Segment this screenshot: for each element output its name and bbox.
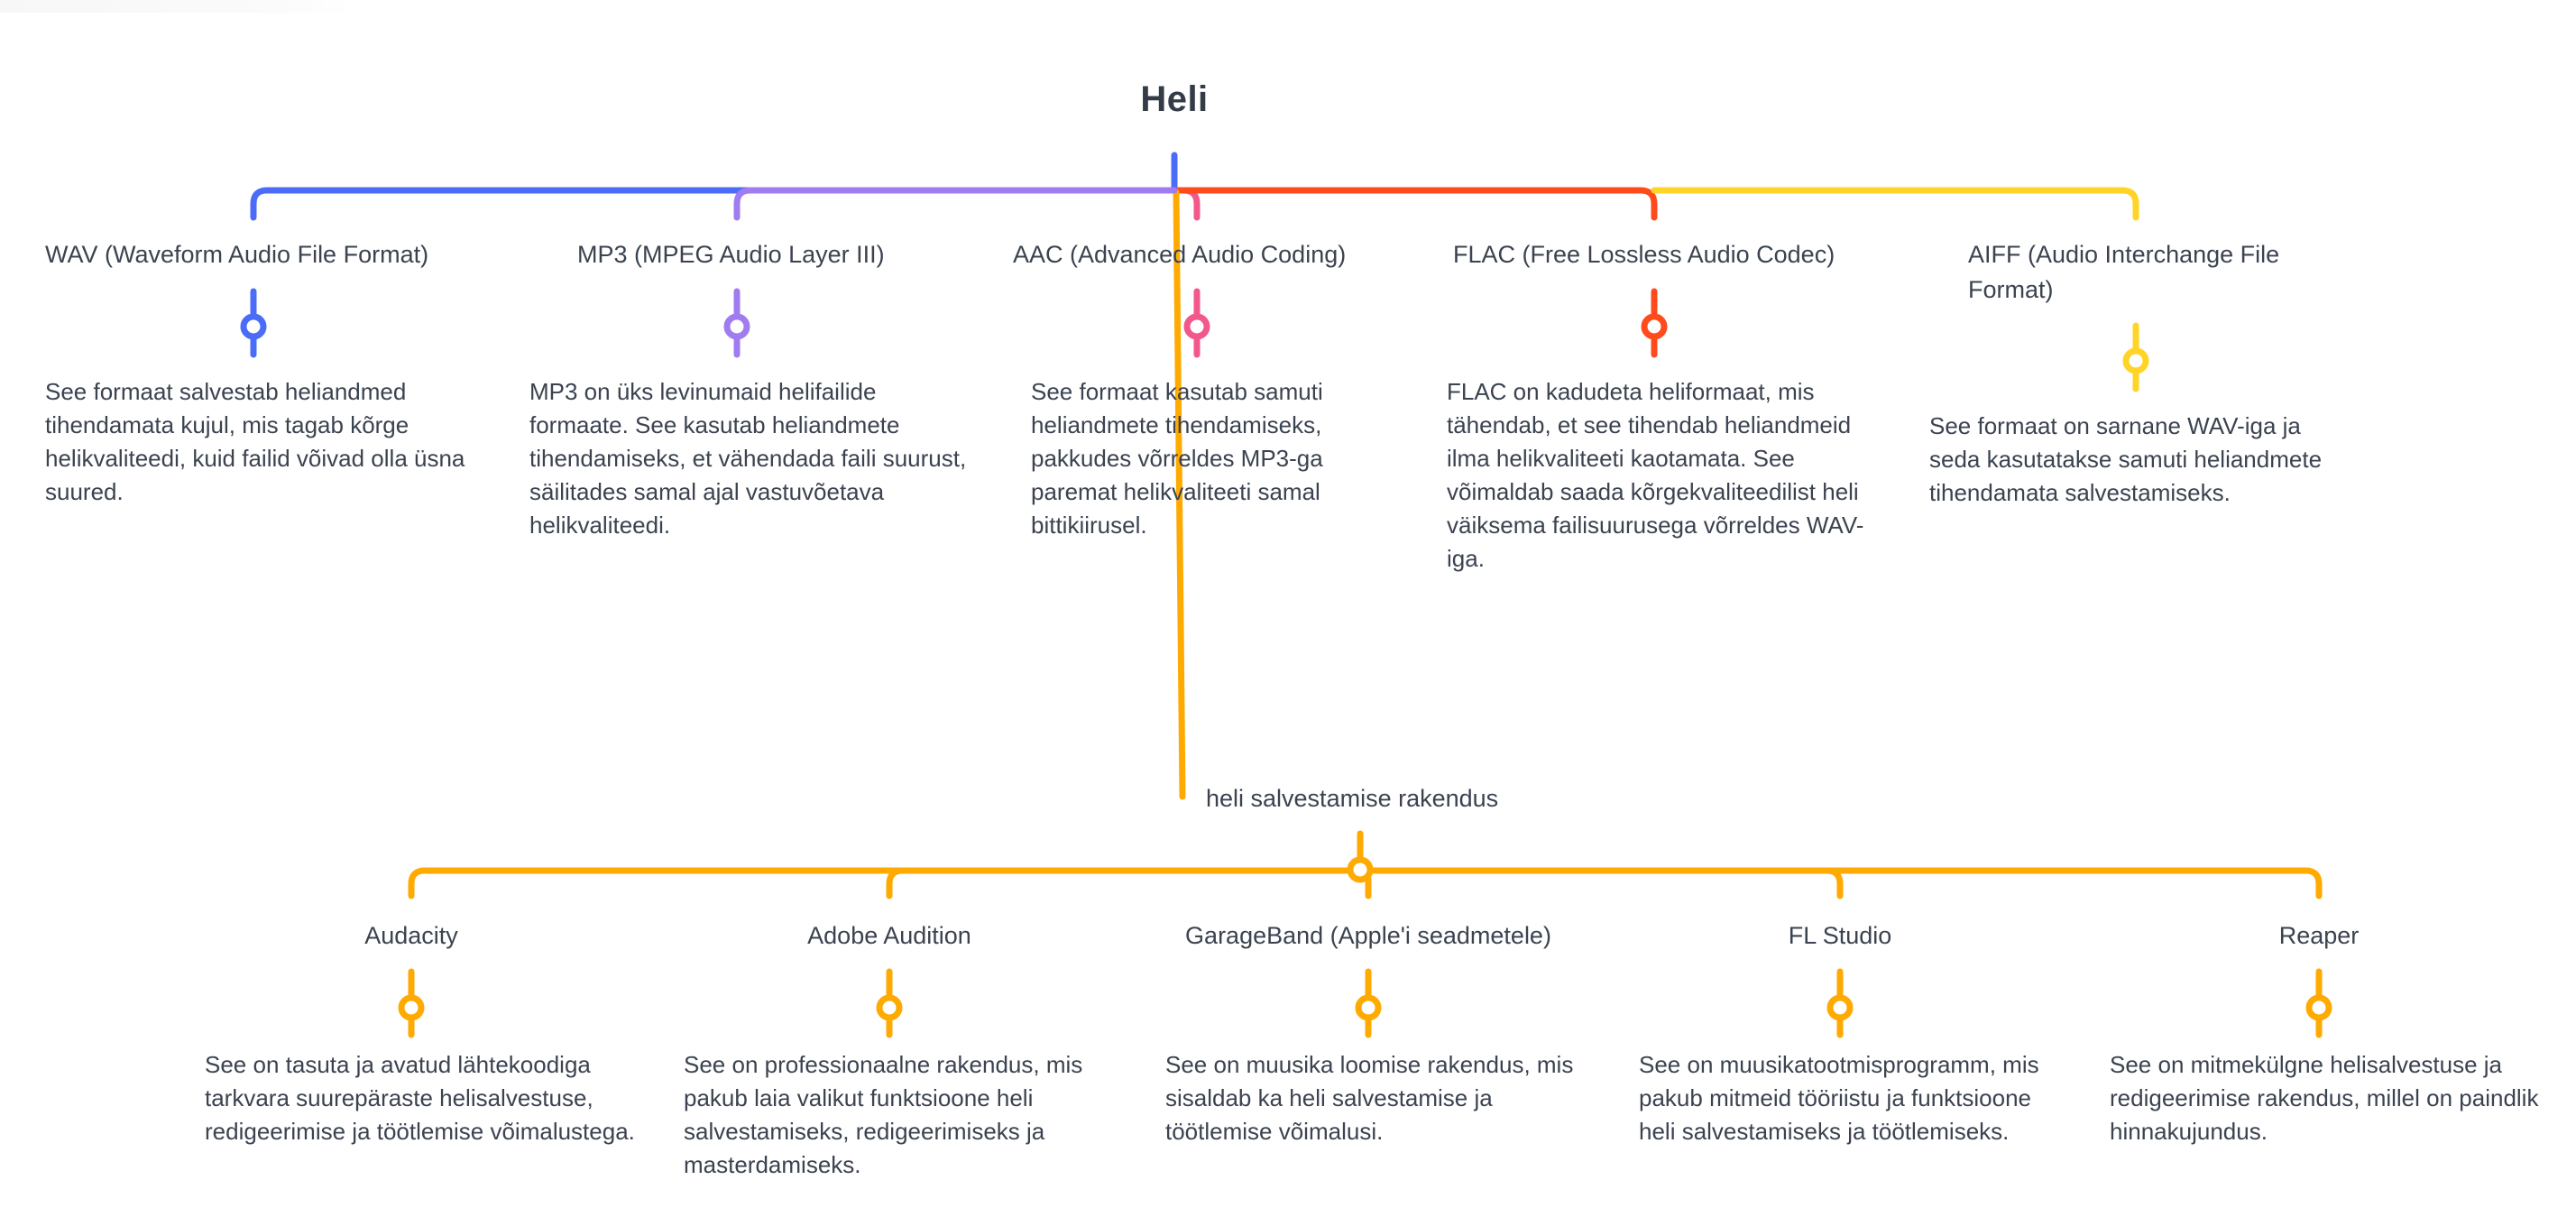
app-desc-fl-studio: See on muusikatootmisprogramm, mis pakub…	[1639, 1051, 2039, 1145]
apps-drop-adobe	[886, 867, 906, 899]
apps-branch-title[interactable]: heli salvestamise rakendus	[1206, 785, 1499, 812]
format-desc-flac: FLAC on kadudeta heliformaat, mis tähend…	[1447, 378, 1864, 572]
format-node-wav[interactable]	[240, 288, 267, 358]
app-node-reaper-circle[interactable]	[2305, 994, 2332, 1021]
app-node-audacity[interactable]	[398, 968, 425, 1038]
format-desc-wav: See formaat salvestab heliandmed tihenda…	[45, 378, 465, 505]
format-node-aiff[interactable]	[2122, 322, 2149, 392]
apps-drop-flstudio	[1823, 867, 1844, 899]
app-desc-adobe-audition: See on professionaalne rakendus, mis pak…	[684, 1051, 1083, 1178]
branch-line-aiff	[1651, 187, 2139, 221]
app-node-garageband[interactable]	[1355, 968, 1382, 1038]
format-node-mp3[interactable]	[723, 288, 750, 358]
apps-bar-right	[1367, 867, 2323, 899]
format-title-wav[interactable]: WAV (Waveform Audio File Format)	[45, 241, 429, 268]
format-node-flac[interactable]	[1641, 288, 1668, 358]
app-node-adobe-audition-circle[interactable]	[876, 994, 903, 1021]
format-node-flac-circle[interactable]	[1641, 313, 1668, 340]
app-title-adobe-audition[interactable]: Adobe Audition	[807, 922, 971, 949]
format-node-aac[interactable]	[1183, 288, 1210, 358]
apps-junction-circle[interactable]	[1347, 856, 1374, 883]
app-desc-audacity: See on tasuta ja avatud lähtekoodiga tar…	[205, 1051, 635, 1145]
branch-line-wav	[250, 187, 1178, 221]
app-node-adobe-audition[interactable]	[876, 968, 903, 1038]
format-title-mp3[interactable]: MP3 (MPEG Audio Layer III)	[577, 241, 885, 268]
top-shadow	[0, 0, 352, 13]
app-title-audacity[interactable]: Audacity	[364, 922, 458, 949]
app-node-fl-studio-circle[interactable]	[1826, 994, 1854, 1021]
format-desc-aiff: See formaat on sarnane WAV-iga ja seda k…	[1929, 412, 2323, 506]
app-node-garageband-circle[interactable]	[1355, 994, 1382, 1021]
app-node-reaper[interactable]	[2305, 968, 2332, 1038]
branch-line-mp3	[733, 187, 1178, 221]
app-title-fl-studio[interactable]: FL Studio	[1788, 922, 1892, 949]
format-node-aiff-circle[interactable]	[2122, 347, 2149, 374]
root-topic-heli[interactable]: Heli	[1140, 79, 1209, 119]
format-desc-mp3: MP3 on üks levinumaid helifailide formaa…	[529, 378, 967, 539]
format-node-mp3-circle[interactable]	[723, 313, 750, 340]
app-title-garageband[interactable]: GarageBand (Apple'i seadmetele)	[1185, 922, 1551, 949]
apps-bar-left	[408, 867, 1353, 899]
format-node-wav-circle[interactable]	[240, 313, 267, 340]
apps-branch-line	[1173, 189, 1186, 800]
app-title-reaper[interactable]: Reaper	[2278, 922, 2360, 949]
format-desc-aac: See formaat kasutab samuti heliandmete t…	[1031, 378, 1323, 539]
format-node-aac-circle[interactable]	[1183, 313, 1210, 340]
format-title-aac[interactable]: AAC (Advanced Audio Coding)	[1013, 241, 1347, 268]
app-desc-reaper: See on mitmekülgne helisalvestuse ja red…	[2110, 1051, 2539, 1145]
app-node-audacity-circle[interactable]	[398, 994, 425, 1021]
app-desc-garageband: See on muusika loomise rakendus, mis sis…	[1165, 1051, 1574, 1145]
format-title-aiff[interactable]: AIFF (Audio Interchange File Format)	[1968, 241, 2280, 303]
format-title-flac[interactable]: FLAC (Free Lossless Audio Codec)	[1453, 241, 1835, 268]
branch-line-flac	[1171, 187, 1658, 221]
app-node-fl-studio[interactable]	[1826, 968, 1854, 1038]
